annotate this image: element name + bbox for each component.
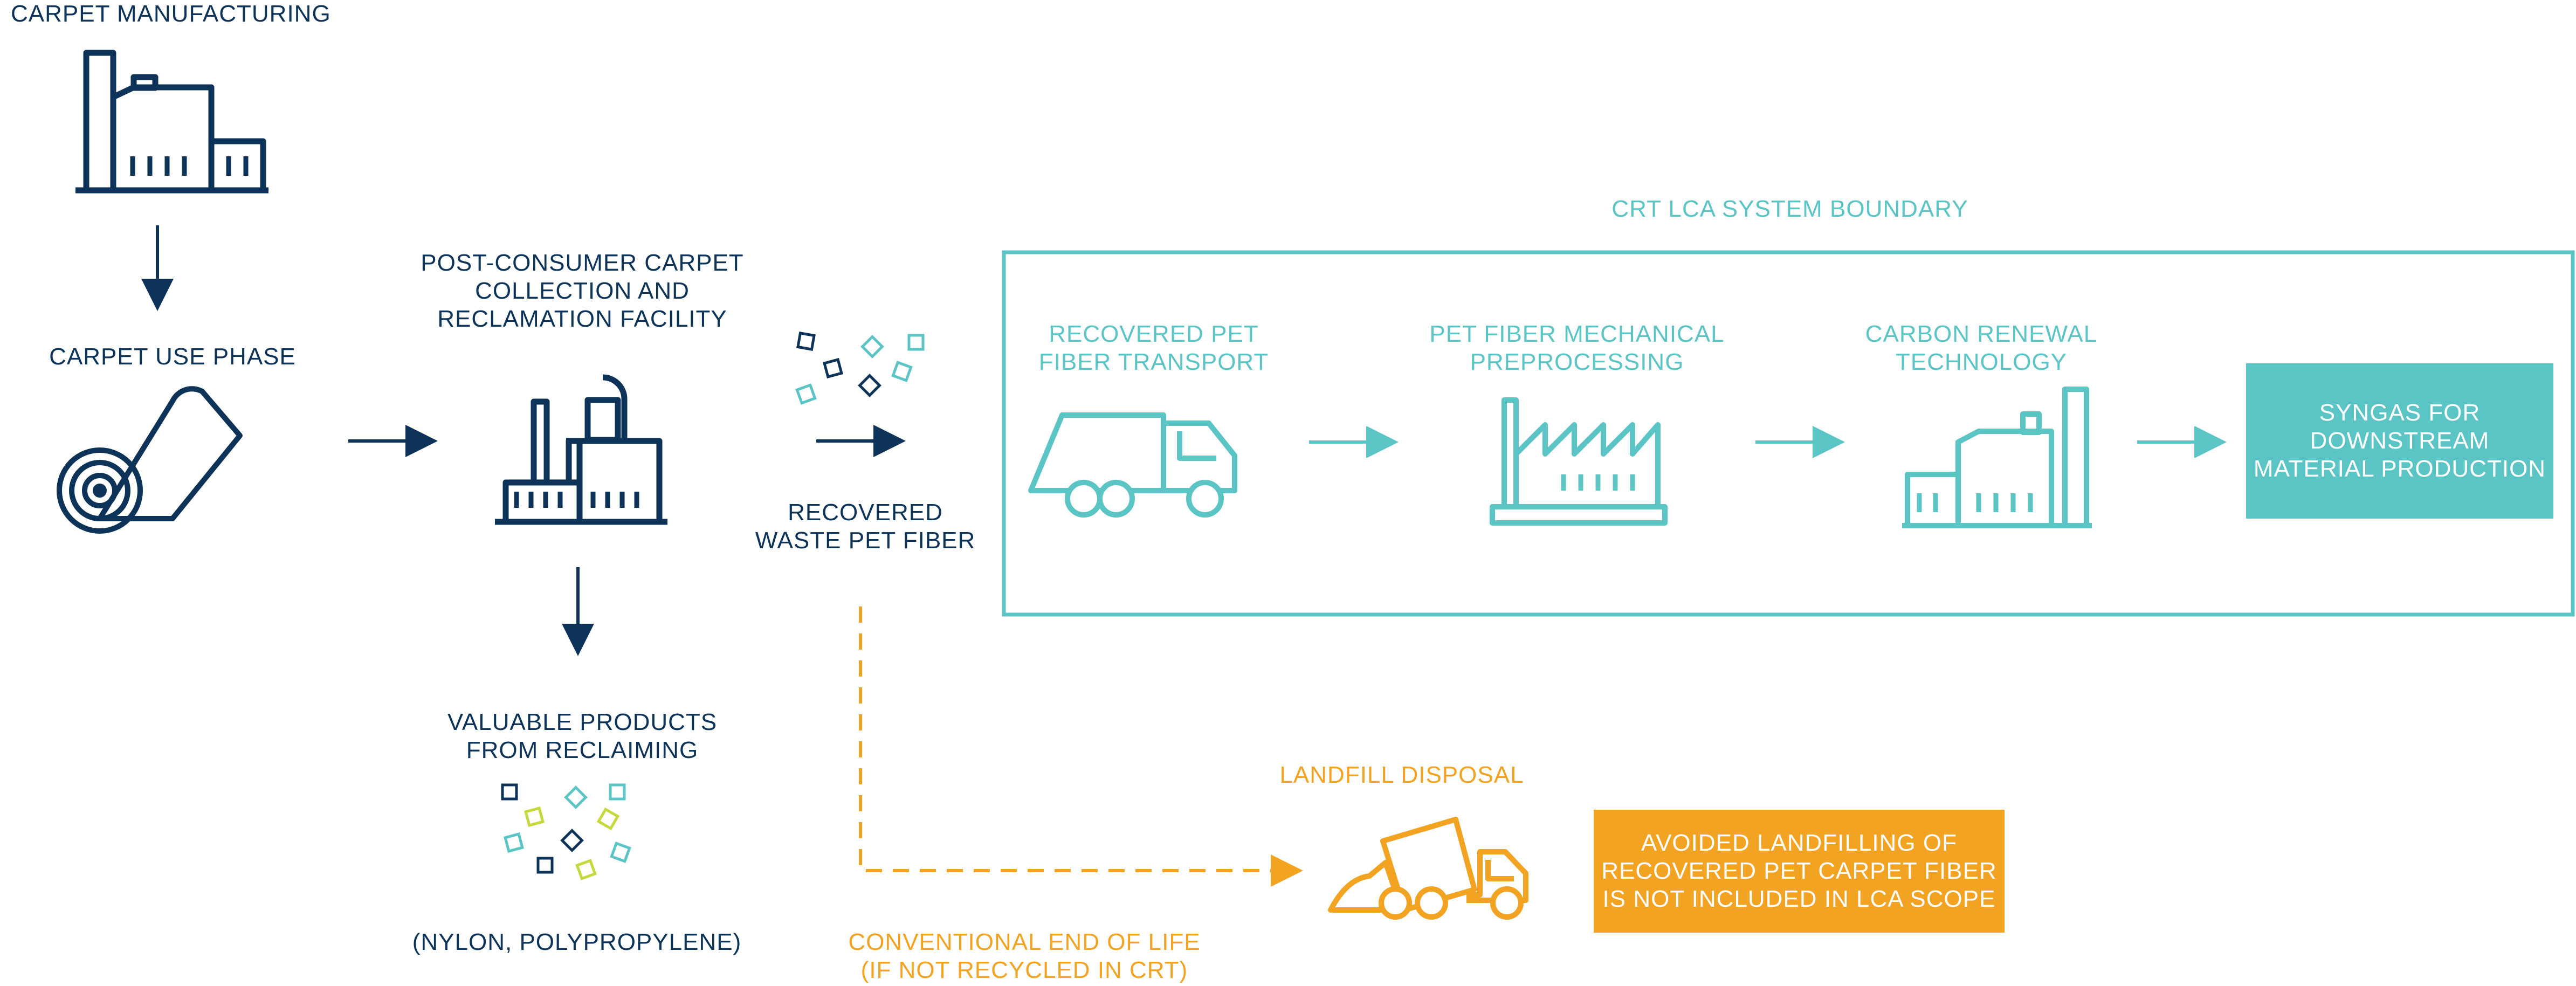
factory-icon bbox=[75, 50, 268, 194]
label-carbon-renewal: CARBON RENEWAL TECHNOLOGY bbox=[1865, 321, 2098, 375]
fiber-flakes-icon bbox=[795, 332, 925, 405]
products-flakes-icon bbox=[501, 783, 631, 880]
carpet-roll-icon bbox=[57, 386, 243, 534]
label-preprocessing: PET FIBER MECHANICAL PREPROCESSING bbox=[1429, 321, 1725, 375]
syngas-box: SYNGAS FOR DOWNSTREAM MATERIAL PRODUCTIO… bbox=[2246, 363, 2553, 519]
label-collection-facility: POST-CONSUMER CARPET COLLECTION AND RECL… bbox=[421, 250, 744, 332]
preprocessing-plant-icon bbox=[1490, 397, 1668, 526]
arrow-to-landfill bbox=[859, 606, 1303, 887]
label-recovered-waste: RECOVERED WASTE PET FIBER bbox=[755, 499, 976, 554]
label-carpet-manufacturing: CARPET MANUFACTURING bbox=[11, 1, 331, 27]
reclamation-facility-icon bbox=[495, 374, 667, 525]
label-carpet-use-phase: CARPET USE PHASE bbox=[49, 343, 296, 370]
label-landfill-disposal: LANDFILL DISPOSAL bbox=[1279, 762, 1524, 788]
label-conventional-end-of-life: CONVENTIONAL END OF LIFE (IF NOT RECYCLE… bbox=[848, 929, 1201, 983]
label-valuable-products: VALUABLE PRODUCTS FROM RECLAIMING bbox=[447, 709, 718, 763]
dump-truck-icon bbox=[1328, 817, 1528, 920]
label-nylon-polypropylene: (NYLON, POLYPROPYLENE) bbox=[412, 929, 742, 955]
crt-facility-icon bbox=[1902, 387, 2092, 528]
system-boundary-box bbox=[1002, 250, 2575, 617]
truck-icon bbox=[1028, 412, 1237, 518]
avoided-landfilling-box: AVOIDED LANDFILLING OF RECOVERED PET CAR… bbox=[1594, 810, 2005, 933]
label-transport: RECOVERED PET FIBER TRANSPORT bbox=[1038, 321, 1269, 375]
label-system-boundary: CRT LCA SYSTEM BOUNDARY bbox=[1611, 196, 1968, 222]
